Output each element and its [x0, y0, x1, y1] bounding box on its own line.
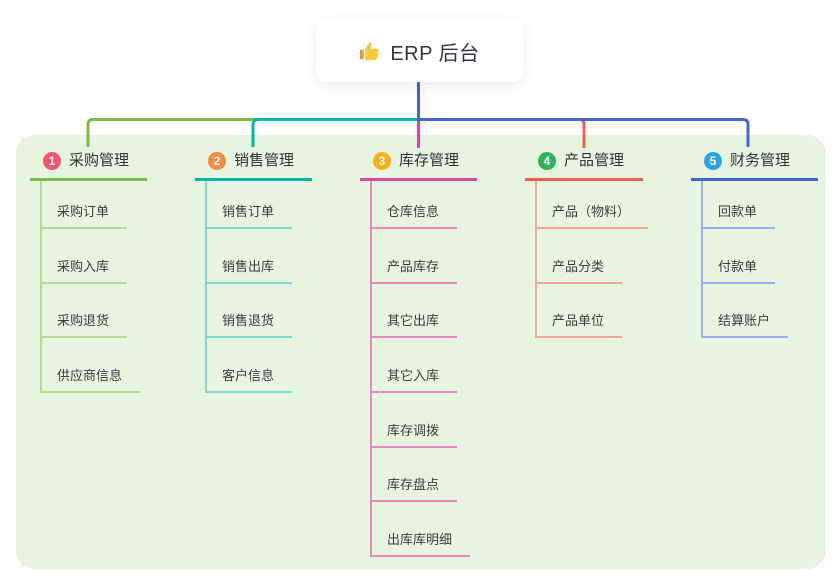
branch-number-badge: 5 [704, 151, 722, 170]
branch-3: 3 库存管理仓库信息产品库存其它出库其它入库库存调拨库存盘点出库库明细 [360, 150, 477, 557]
child-node[interactable]: 采购退货 [40, 311, 128, 338]
branch-node-2[interactable]: 2 销售管理 [195, 150, 312, 181]
child-node[interactable]: 产品（物料） [535, 202, 649, 229]
child-node[interactable]: 其它出库 [370, 311, 458, 338]
branch-node-3[interactable]: 3 库存管理 [360, 150, 477, 181]
child-node[interactable]: 结算账户 [701, 311, 789, 338]
child-node[interactable]: 采购入库 [40, 257, 128, 284]
child-node[interactable]: 产品分类 [535, 257, 623, 284]
child-node[interactable]: 库存调拨 [370, 421, 458, 448]
branch-number-badge: 4 [538, 151, 556, 170]
branch-trunk-line [205, 181, 207, 393]
child-node[interactable]: 其它入库 [370, 366, 458, 393]
branch-label: 财务管理 [730, 152, 791, 169]
mindmap-panel [16, 135, 826, 569]
branch-node-4[interactable]: 4 产品管理 [525, 150, 643, 181]
thumbs-up-icon [359, 40, 381, 62]
branch-trunk-line [535, 181, 537, 338]
branch-number-badge: 2 [208, 151, 226, 170]
child-node[interactable]: 供应商信息 [40, 366, 141, 393]
branch-1: 1 采购管理采购订单采购入库采购退货供应商信息 [30, 150, 147, 393]
root-node[interactable]: ERP 后台 [316, 20, 523, 82]
child-node[interactable]: 销售退货 [205, 311, 293, 338]
child-node[interactable]: 出库库明细 [370, 530, 471, 557]
branch-trunk-line [370, 181, 372, 557]
child-node[interactable]: 销售出库 [205, 257, 293, 284]
root-node-title: ERP 后台 [390, 42, 480, 65]
child-node[interactable]: 回款单 [701, 202, 776, 229]
branch-label: 库存管理 [399, 152, 460, 169]
branch-5: 5 财务管理回款单付款单结算账户 [691, 150, 818, 338]
child-node[interactable]: 产品单位 [535, 311, 623, 338]
branch-4: 4 产品管理产品（物料） 产品分类产品单位 [525, 150, 649, 338]
branch-label: 销售管理 [234, 152, 295, 169]
branch-trunk-line [701, 181, 703, 338]
branch-trunk-line [40, 181, 42, 393]
branch-number-badge: 3 [373, 151, 391, 170]
branch-2: 2 销售管理销售订单销售出库销售退货客户信息 [195, 150, 312, 393]
branch-label: 产品管理 [564, 152, 625, 169]
child-node[interactable]: 付款单 [701, 257, 776, 284]
child-node[interactable]: 仓库信息 [370, 202, 458, 229]
branch-number-badge: 1 [43, 151, 61, 170]
branch-label: 采购管理 [69, 152, 130, 169]
child-node[interactable]: 库存盘点 [370, 475, 458, 502]
branch-node-1[interactable]: 1 采购管理 [30, 150, 147, 181]
child-node[interactable]: 销售订单 [205, 202, 293, 229]
child-node[interactable]: 客户信息 [205, 366, 293, 393]
branch-node-5[interactable]: 5 财务管理 [691, 150, 818, 181]
child-node[interactable]: 采购订单 [40, 202, 128, 229]
child-node[interactable]: 产品库存 [370, 257, 458, 284]
